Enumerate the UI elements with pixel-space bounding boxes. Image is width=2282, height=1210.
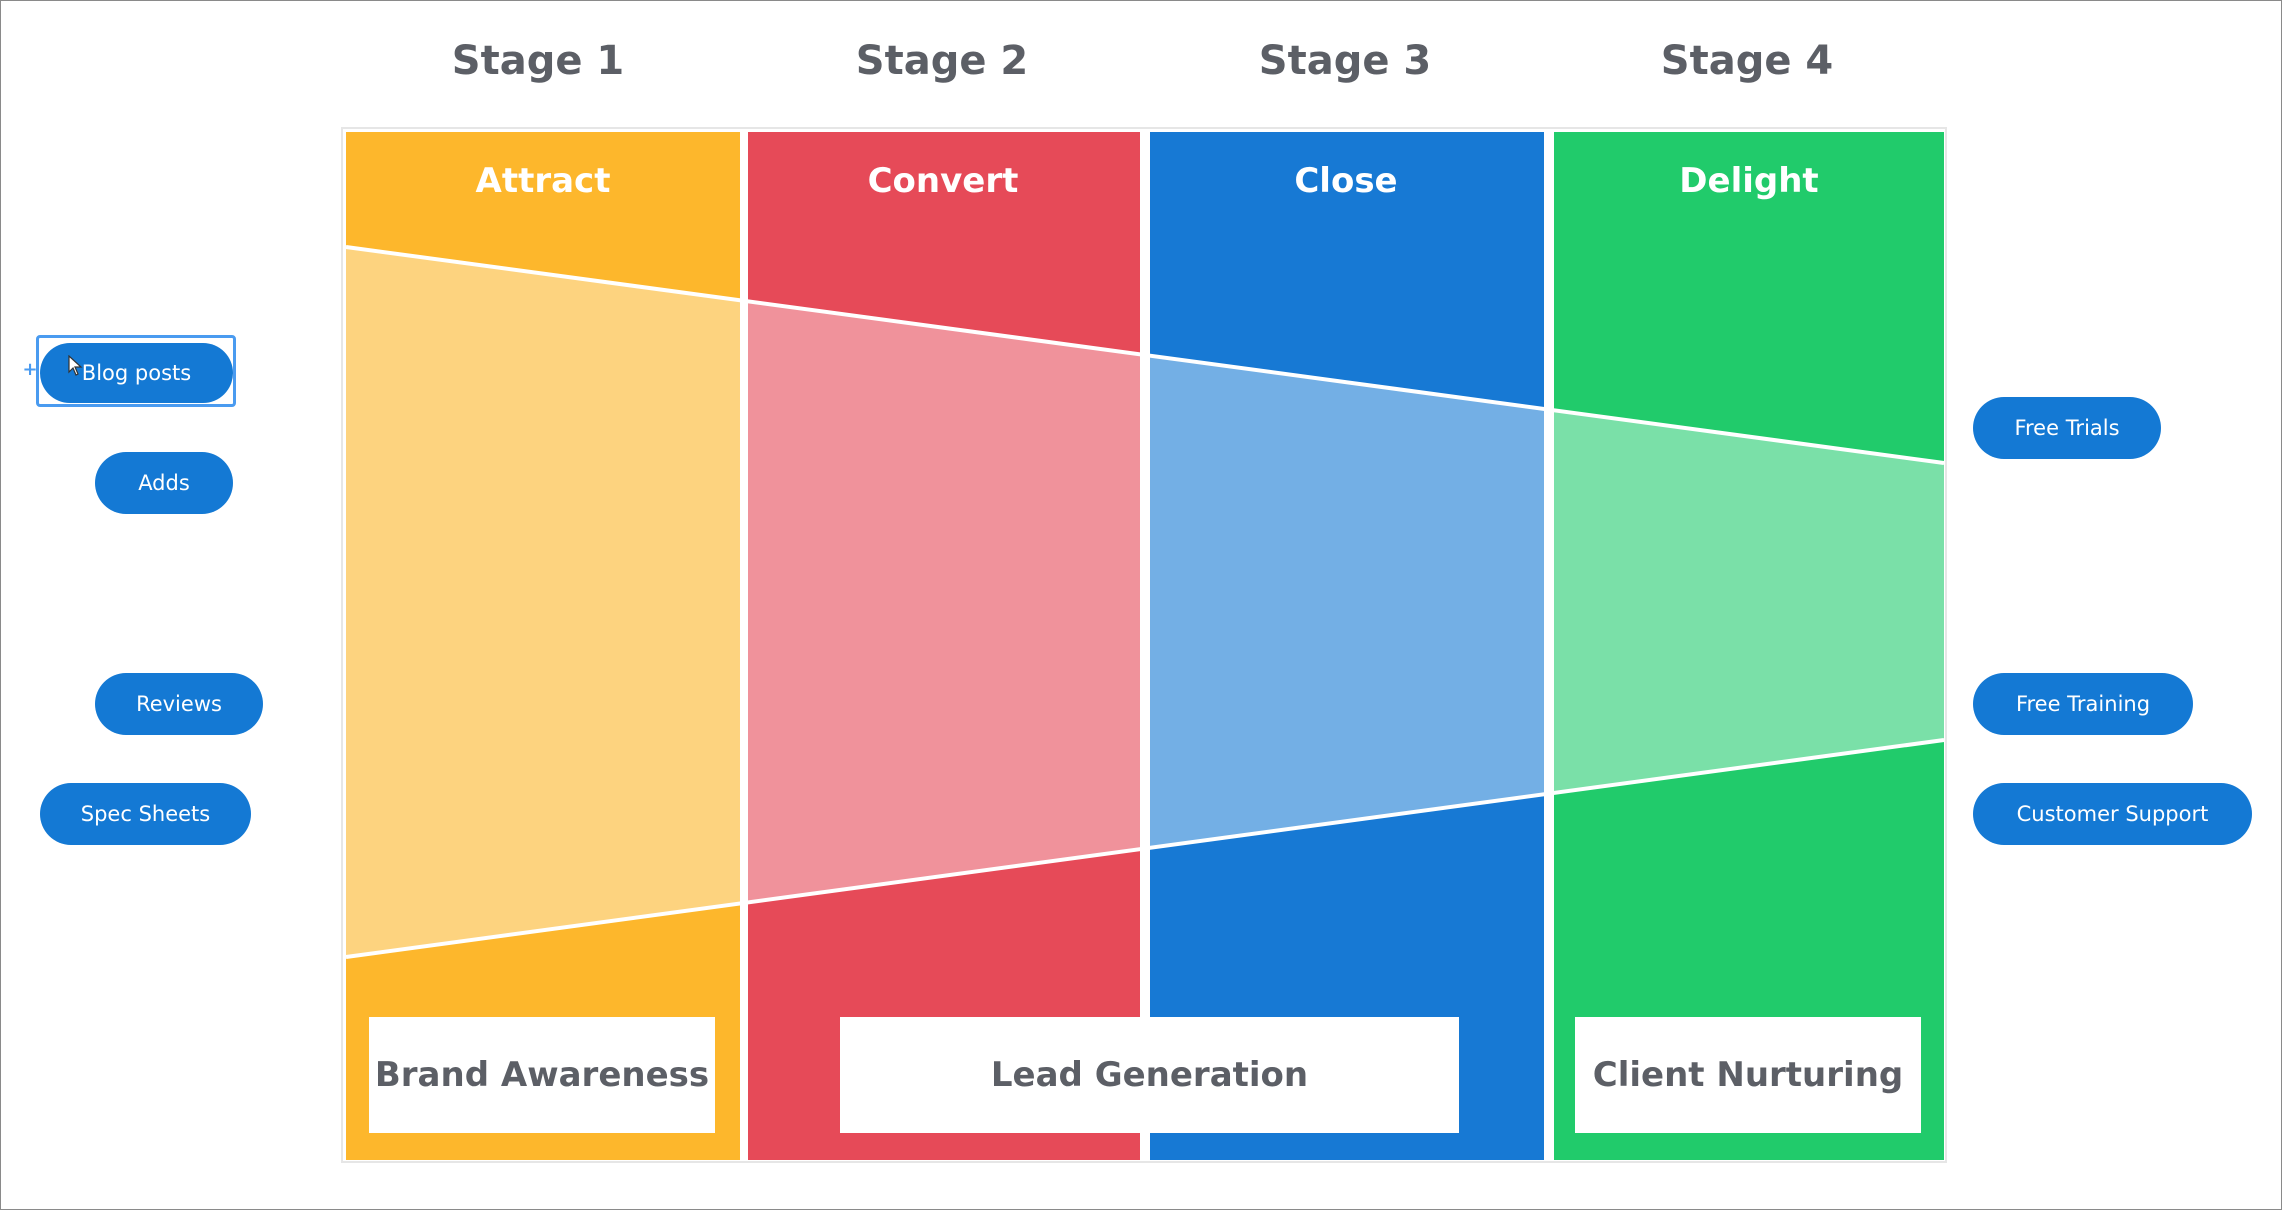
stage-label-1: Stage 1 xyxy=(451,38,625,84)
column-title-close: Close xyxy=(1294,161,1397,201)
goal-brand-awareness[interactable]: Brand Awareness xyxy=(369,1017,715,1133)
funnel-band-convert xyxy=(748,301,1140,902)
funnel-bottom-line xyxy=(345,738,1945,959)
stage-label-3: Stage 3 xyxy=(1258,38,1432,84)
funnel-band-delight xyxy=(1554,410,1944,794)
funnel-band-close xyxy=(1150,355,1544,848)
pill-adds[interactable]: Adds xyxy=(95,452,233,514)
funnel-band-attract xyxy=(346,248,740,956)
selection-box[interactable] xyxy=(36,335,236,407)
goal-lead-generation[interactable]: Lead Generation xyxy=(840,1017,1459,1133)
funnel-top-line xyxy=(345,245,1945,465)
pill-reviews[interactable]: Reviews xyxy=(95,673,263,735)
stage-label-2: Stage 2 xyxy=(855,38,1029,84)
stage-label-4: Stage 4 xyxy=(1660,38,1834,84)
diagram-outline xyxy=(341,127,1947,1163)
pill-free-trials[interactable]: Free Trials xyxy=(1973,397,2161,459)
pill-spec-sheets[interactable]: Spec Sheets xyxy=(40,783,251,845)
pill-customer-support[interactable]: Customer Support xyxy=(1973,783,2252,845)
pill-blog-posts[interactable]: Blog posts xyxy=(40,343,233,403)
connect-handle-icon[interactable]: + xyxy=(22,359,38,380)
pill-free-training[interactable]: Free Training xyxy=(1973,673,2193,735)
column-title-attract: Attract xyxy=(476,161,611,201)
column-title-delight: Delight xyxy=(1679,161,1818,201)
column-title-convert: Convert xyxy=(868,161,1019,201)
mouse-cursor-icon xyxy=(68,355,83,376)
goal-client-nurturing[interactable]: Client Nurturing xyxy=(1575,1017,1921,1133)
